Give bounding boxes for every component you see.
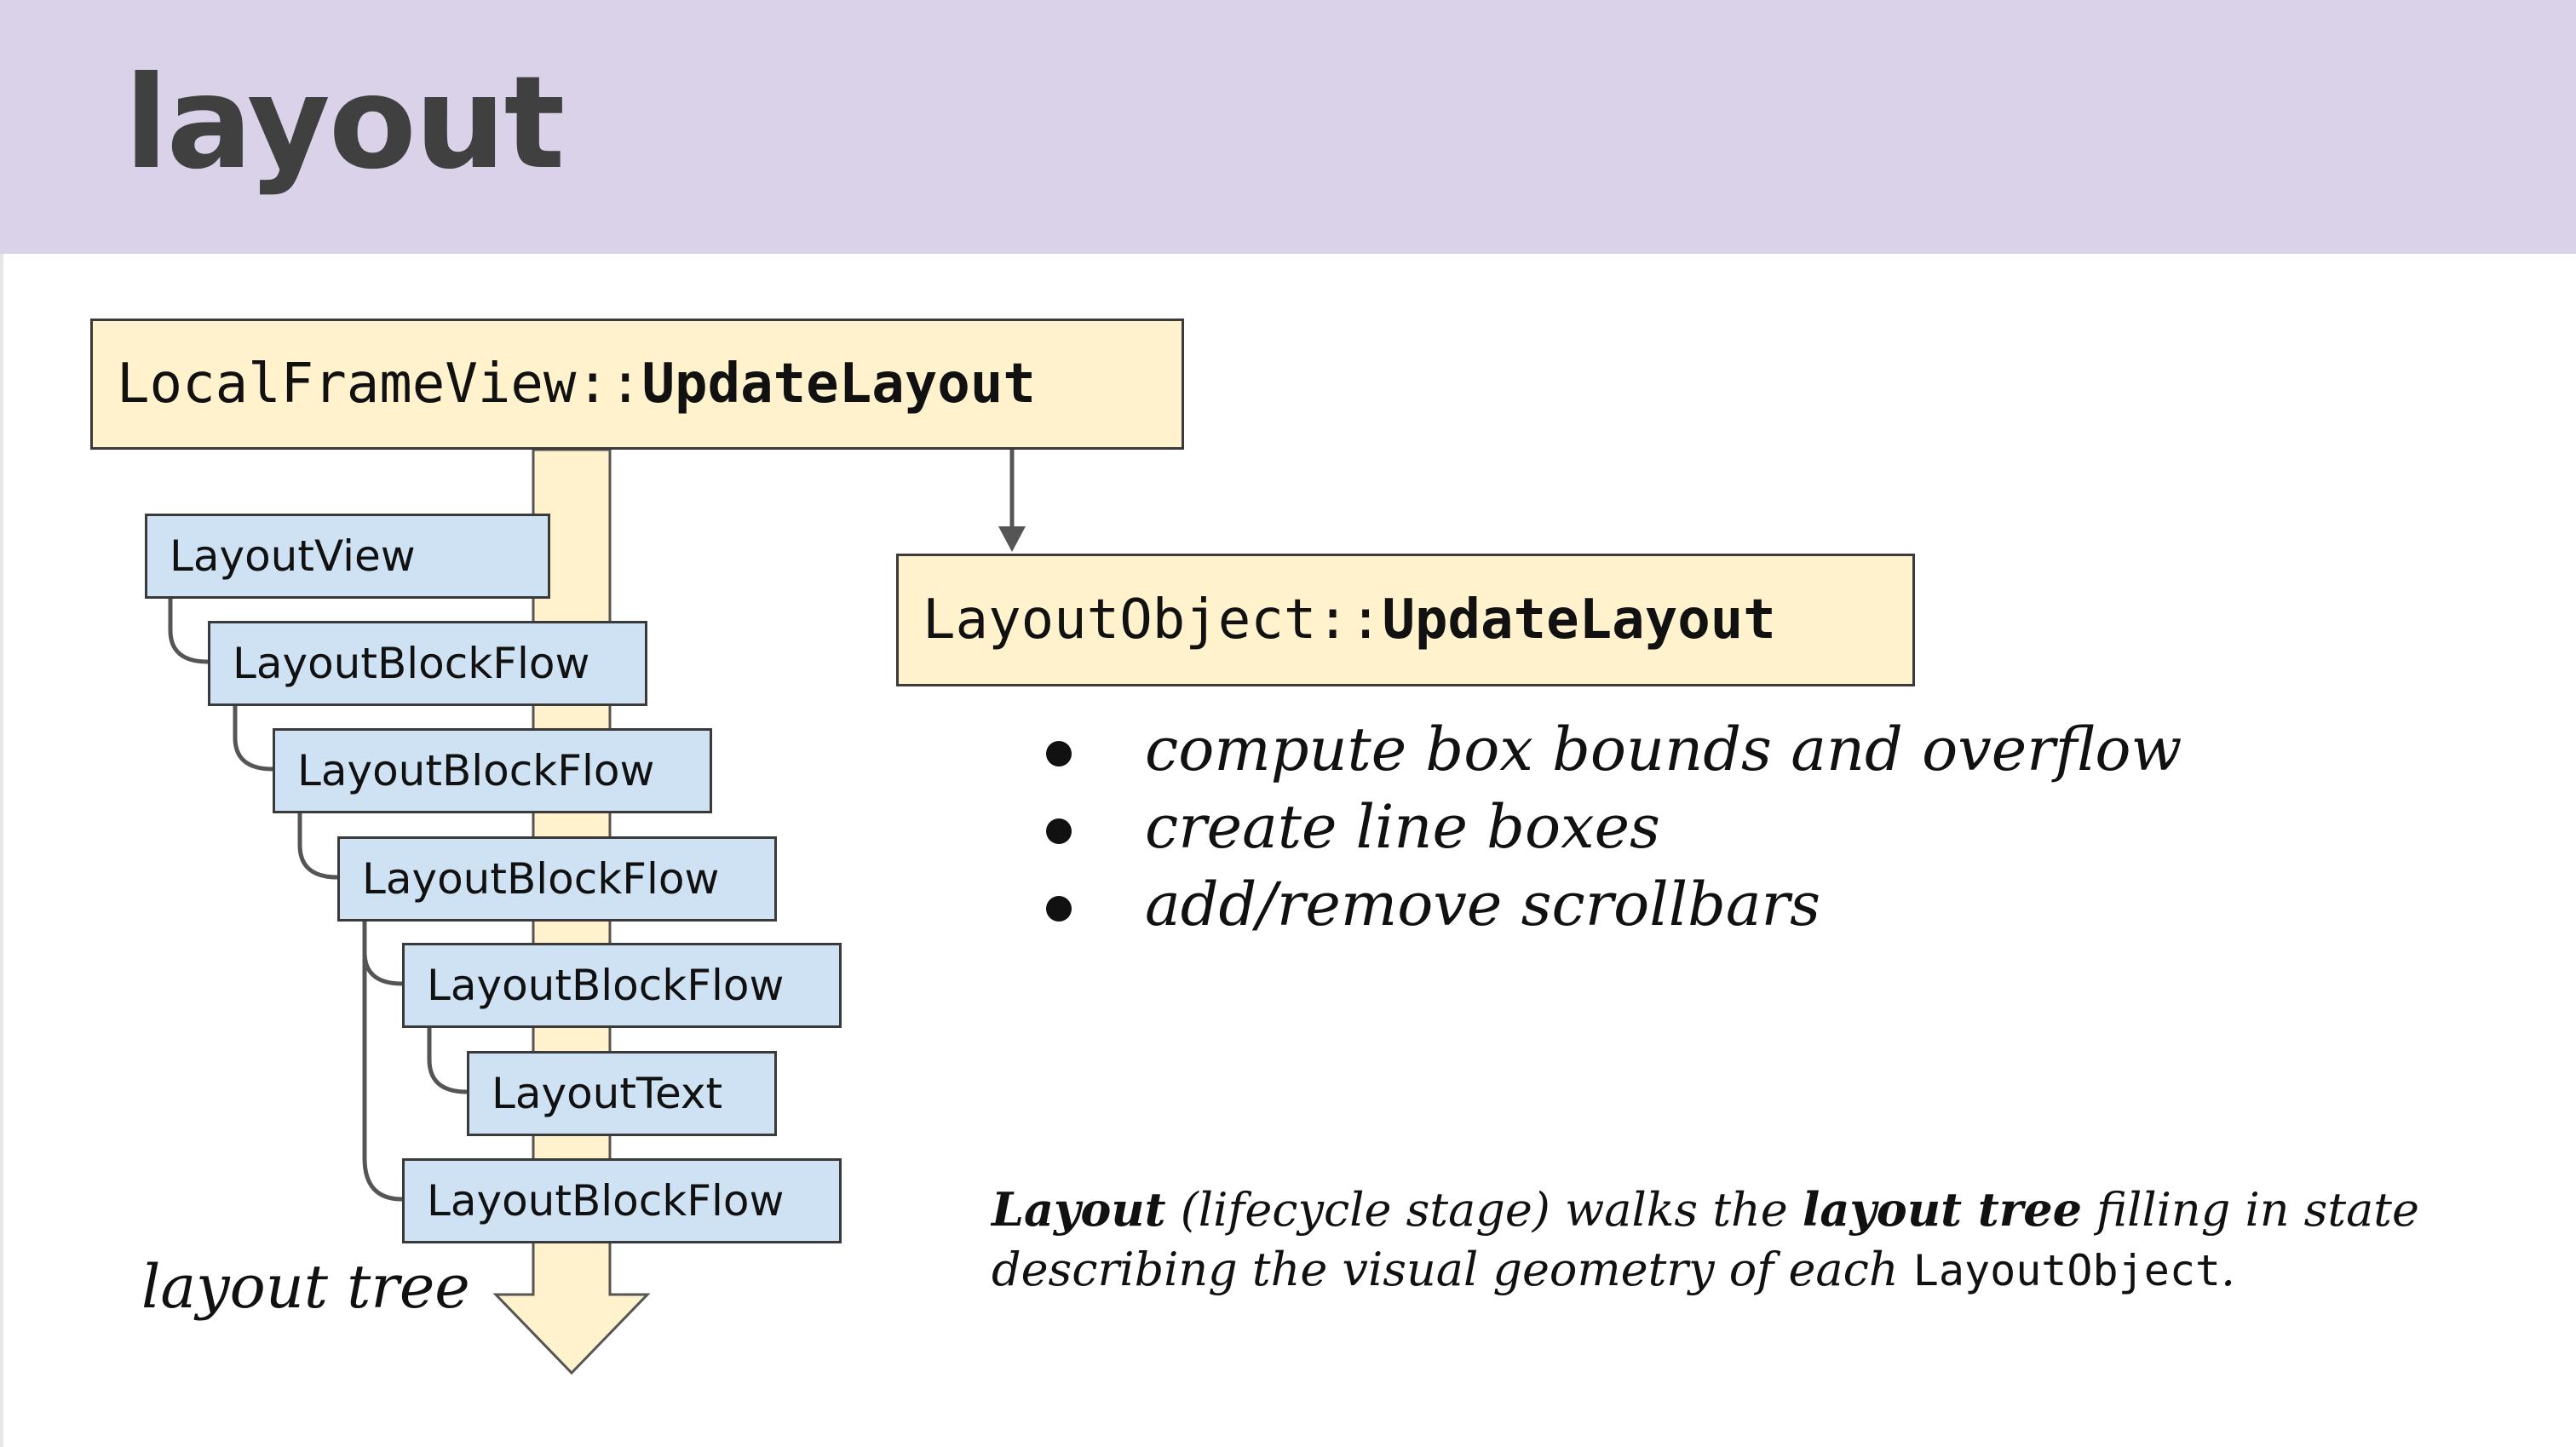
connector-blockflow-4-to-text: [427, 1028, 468, 1094]
call-arrow-head: [998, 526, 1026, 552]
description-middle: filling in state describing the visual g…: [992, 1183, 2419, 1296]
layout-object-prefix: LayoutObject::: [923, 589, 1383, 652]
description-code: LayoutObject: [1912, 1246, 2222, 1295]
description-paren: (lifecycle stage) walks the: [1165, 1183, 1803, 1237]
local-frame-view-method: UpdateLayout: [641, 353, 1036, 416]
tree-node-layout-block-flow-4: LayoutBlockFlow: [402, 943, 842, 1028]
bullet-text: compute box bounds and overflow: [1145, 715, 2182, 784]
layout-tree-label: layout tree: [141, 1252, 470, 1322]
connector-view-to-blockflow-1: [168, 599, 209, 664]
bullet-item: compute box bounds and overflow: [1039, 714, 2182, 791]
connector-blockflow-2-to-3: [297, 813, 338, 880]
layout-responsibilities-list: compute box bounds and overflow create l…: [1039, 714, 2182, 946]
tree-node-layout-block-flow-5: LayoutBlockFlow: [402, 1158, 842, 1243]
description-end: .: [2221, 1243, 2236, 1296]
slide-header: layout: [0, 0, 2576, 254]
tree-connectors: [168, 599, 468, 1202]
bullet-dot-icon: [1046, 741, 1072, 767]
tree-node-layout-view: LayoutView: [145, 514, 550, 599]
tree-node-layout-block-flow-2: LayoutBlockFlow: [273, 728, 712, 813]
connector-blockflow-3-to-4: [362, 922, 403, 986]
local-frame-view-update-layout-box: LocalFrameView::UpdateLayout: [90, 319, 1184, 450]
tree-node-layout-block-flow-1: LayoutBlockFlow: [208, 621, 647, 706]
bullet-dot-icon: [1046, 818, 1072, 844]
slide-left-edge: [0, 254, 3, 1447]
layout-description: Layout (lifecycle stage) walks the layou…: [992, 1180, 2559, 1301]
description-term: Layout: [992, 1182, 1166, 1237]
bullet-item: add/remove scrollbars: [1039, 869, 2182, 946]
local-frame-view-prefix: LocalFrameView::: [117, 353, 642, 416]
slide-title: layout: [124, 49, 565, 198]
bullet-item: create line boxes: [1039, 791, 2182, 869]
connector-blockflow-3-to-5: [362, 922, 403, 1202]
layout-object-method: UpdateLayout: [1382, 589, 1776, 652]
layout-object-update-layout-box: LayoutObject::UpdateLayout: [896, 554, 1915, 686]
bullet-dot-icon: [1046, 896, 1072, 922]
tree-node-layout-text: LayoutText: [467, 1051, 777, 1136]
description-tree-term: layout tree: [1802, 1182, 2082, 1237]
tree-node-layout-block-flow-3: LayoutBlockFlow: [337, 836, 777, 922]
bullet-text: add/remove scrollbars: [1145, 870, 1821, 939]
connector-blockflow-1-to-2: [233, 706, 273, 772]
bullet-text: create line boxes: [1145, 792, 1660, 862]
